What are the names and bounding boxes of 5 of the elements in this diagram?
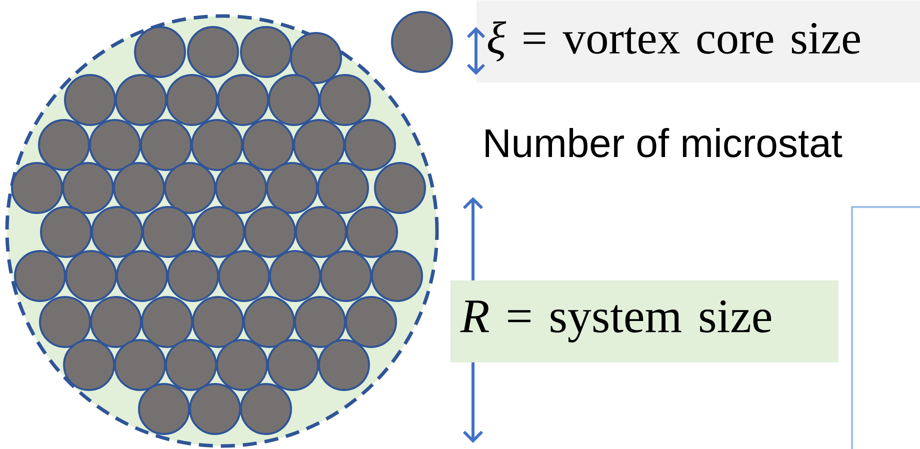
- vortex-circle: [391, 11, 453, 73]
- heading-text: Number of microstat: [486, 128, 842, 158]
- empty-box: [851, 206, 920, 449]
- text-box: R = system size: [450, 280, 838, 362]
- text-box: ξ = vortex core size: [476, 0, 920, 82]
